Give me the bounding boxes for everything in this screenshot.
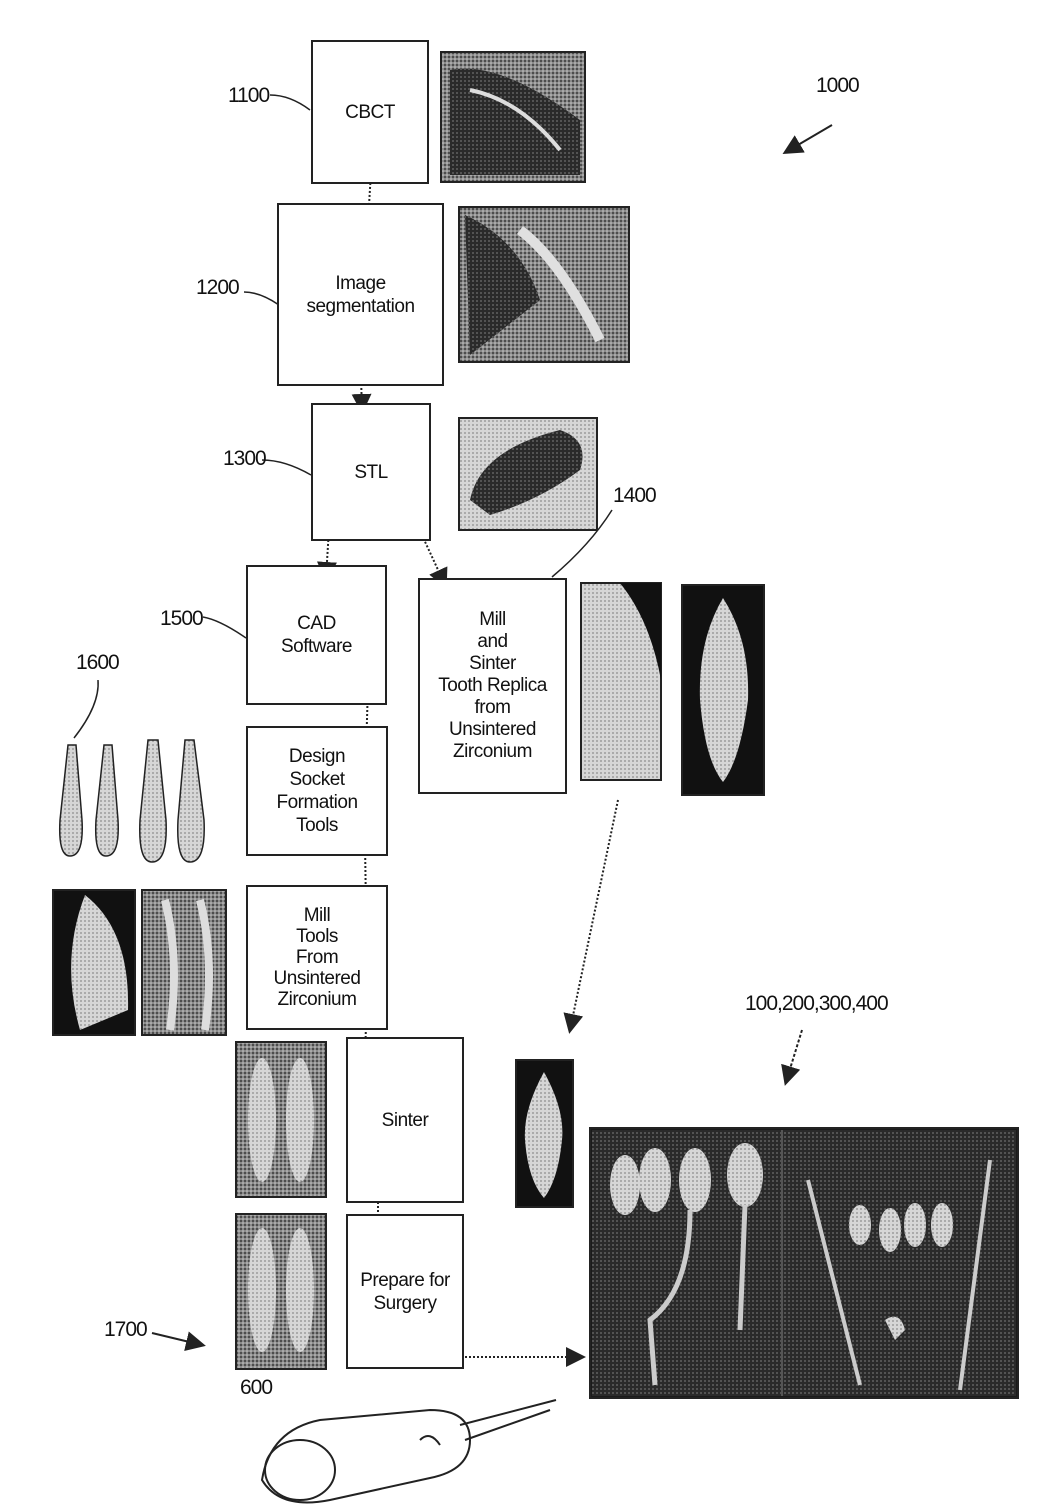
photo-cbct-scan [441,52,585,182]
ref-figure: 1000 [816,74,859,98]
step-design-tools-box: Design Socket Formation Tools [246,726,388,856]
photo-tools-upper [236,1042,326,1197]
ref-cad: 1500 [160,607,203,631]
step-segmentation-box: Image segmentation [277,203,444,386]
ref-mill-replica: 1400 [613,484,656,508]
step-sinter-box: Sinter [346,1037,464,1203]
photo-tooth-replica-side [581,583,661,780]
photo-socket-left [53,890,135,1035]
step-prepare-label: Prepare for Surgery [360,1269,450,1315]
photo-segmentation [459,207,629,362]
ref-segmentation: 1200 [196,276,239,300]
ref-tools-set: 1600 [76,651,119,675]
ref-handpiece: 600 [240,1376,272,1400]
step-cad-box: CAD Software [246,565,387,705]
step-stl-label: STL [354,461,387,484]
step-design-tools-label: Design Socket Formation Tools [248,745,386,837]
ref-final-products: 100,200,300,400 [745,992,888,1016]
photo-socket-right [142,890,226,1035]
step-prepare-box: Prepare for Surgery [346,1214,464,1369]
step-segmentation-label: Image segmentation [306,272,414,318]
step-cbct-box: CBCT [311,40,429,184]
handpiece-sketch [262,1400,556,1503]
ref-kit: 1700 [104,1318,147,1342]
photo-stl-model [459,418,597,530]
step-mill-tools-label: Mill Tools From Unsintered Zirconium [274,905,361,1010]
photo-tools-lower [236,1214,326,1369]
step-mill-replica-label: Mill and Sinter Tooth Replica from Unsin… [438,609,547,763]
photo-sintered-replica [516,1060,573,1207]
step-mill-tools-box: Mill Tools From Unsintered Zirconium [246,885,388,1030]
photo-final-products [590,1128,1018,1398]
ref-stl: 1300 [223,447,266,471]
photo-tooth-replica-front [682,585,764,795]
step-mill-replica-box: Mill and Sinter Tooth Replica from Unsin… [418,578,567,794]
ref-cbct: 1100 [228,84,269,108]
step-stl-box: STL [311,403,431,541]
socket-tool-sketches [60,740,205,862]
step-cad-label: CAD Software [281,612,352,658]
step-sinter-label: Sinter [382,1109,429,1132]
step-cbct-label: CBCT [345,101,395,124]
